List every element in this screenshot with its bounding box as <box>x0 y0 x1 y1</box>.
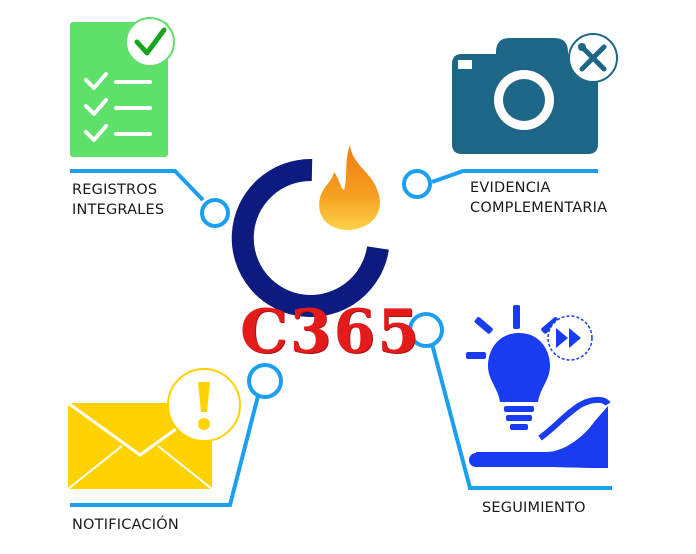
tools-badge-icon <box>568 33 618 83</box>
lightbulb-hand-icon <box>466 305 611 468</box>
flame-icon <box>319 145 380 230</box>
label-registros-line1: REGISTROS <box>72 182 158 198</box>
connector-evidencia <box>402 169 598 199</box>
label-registros: REGISTROS INTEGRALES <box>72 180 164 220</box>
label-seguimiento: SEGUIMIENTO <box>482 500 586 516</box>
camera-icon <box>452 38 598 154</box>
connector-registros <box>70 169 230 228</box>
checkmark-badge-icon <box>125 17 175 67</box>
warning-badge-icon <box>167 368 241 442</box>
label-registros-line2: INTEGRALES <box>72 202 165 218</box>
fast-forward-badge-icon <box>547 315 593 361</box>
label-evidencia: EVIDENCIA COMPLEMENTARIA <box>470 178 607 218</box>
connector-notificacion <box>70 363 283 507</box>
connector-seguimiento <box>408 312 612 490</box>
label-evidencia-line1: EVIDENCIA <box>470 180 551 196</box>
logo-ring <box>231 158 389 317</box>
label-notificacion: NOTIFICACIÓN <box>72 517 179 533</box>
brand-name: C365 <box>240 297 421 367</box>
label-evidencia-line2: COMPLEMENTARIA <box>470 200 608 216</box>
